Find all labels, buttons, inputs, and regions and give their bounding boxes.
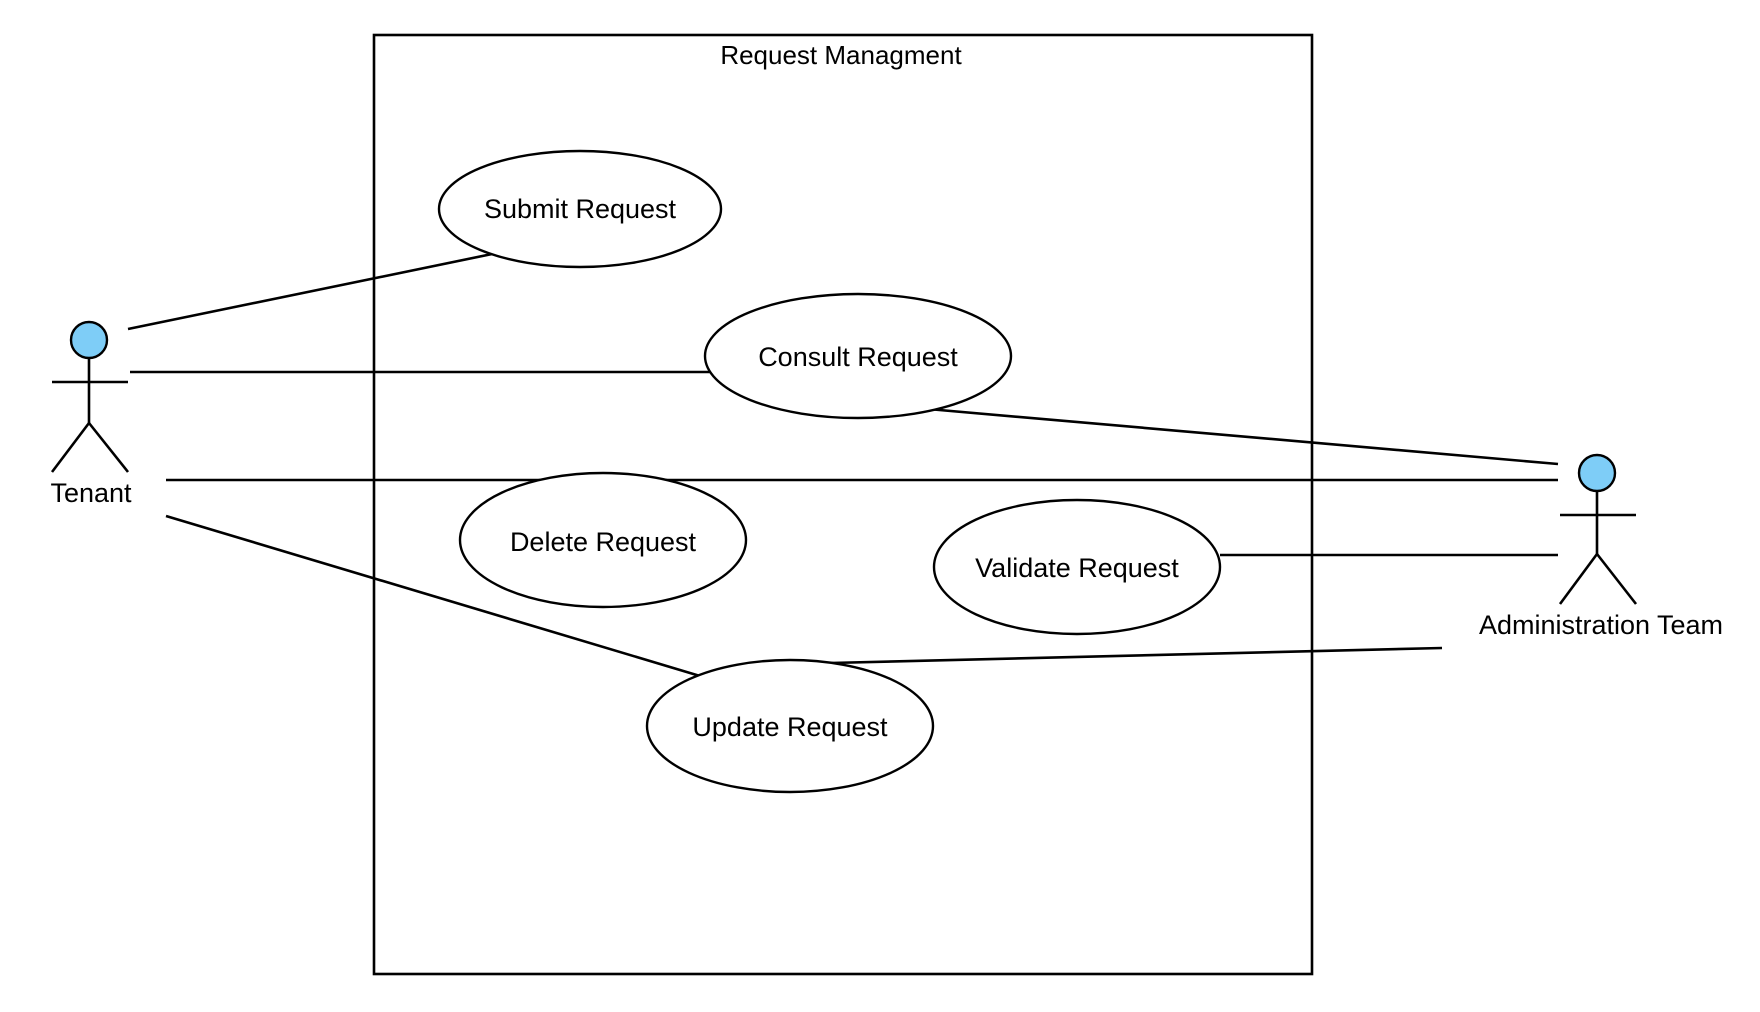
use-case-validate-label: Validate Request [975,553,1179,583]
system-boundary [372,33,1314,976]
use-case-submit[interactable]: Submit Request [437,149,723,269]
actor-admin-head [1577,453,1617,493]
associations [127,251,1559,678]
use-case-delete[interactable]: Delete Request [458,471,748,609]
actor-tenant-label: Tenant [50,478,132,508]
use-case-submit-label: Submit Request [484,194,677,224]
system-title: Request Managment [720,40,962,70]
actor-tenant-head [69,320,109,360]
use-case-consult[interactable]: Consult Request [703,292,1013,420]
actor-tenant[interactable]: Tenant [50,320,132,508]
assoc-consult-admin [927,407,1559,466]
use-case-update-label: Update Request [692,712,888,742]
assoc-tenant-update [165,514,701,678]
assoc-tenant-submit [127,251,498,331]
use-case-update[interactable]: Update Request [645,658,935,794]
use-case-validate[interactable]: Validate Request [932,498,1222,636]
use-case-consult-label: Consult Request [758,342,958,372]
actor-admin-label: Administration Team [1479,610,1723,640]
actor-administration-team[interactable]: Administration Team [1479,453,1723,640]
assoc-update-admin [829,646,1443,665]
use-case-delete-label: Delete Request [510,527,697,557]
